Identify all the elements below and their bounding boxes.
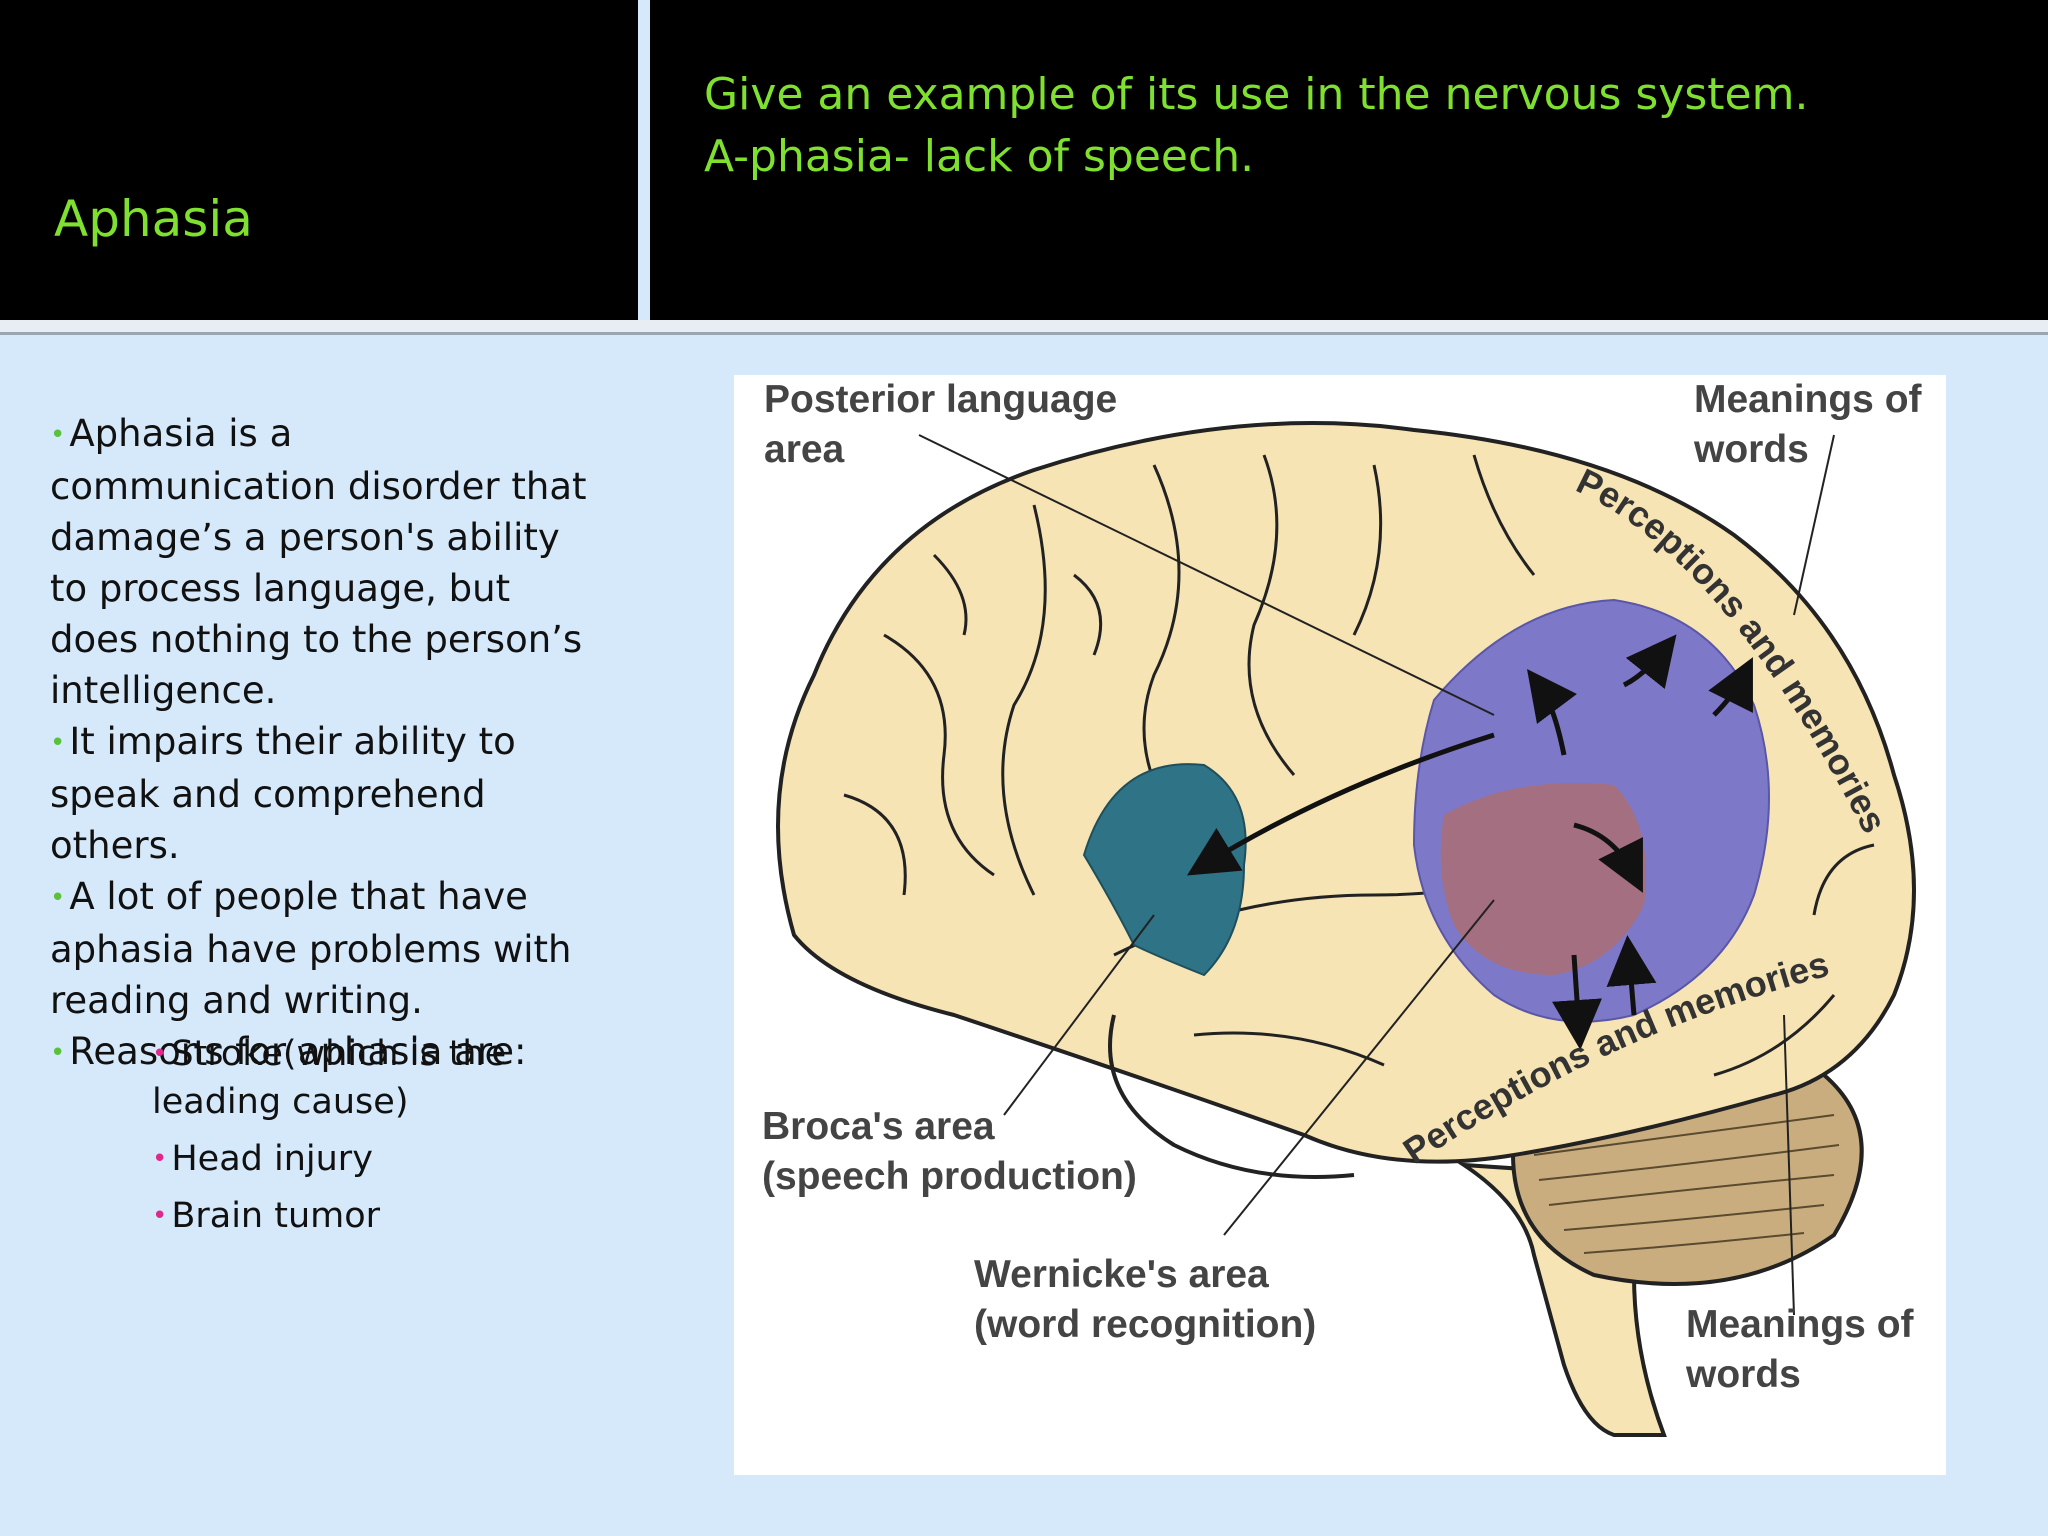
- bullet-list: •Aphasia is a communication disorder tha…: [50, 408, 590, 1079]
- bullet-glyph: •: [152, 1039, 168, 1069]
- subtitle-panel: [650, 0, 2048, 320]
- meanings-top-label: Meanings of words: [1694, 378, 1922, 471]
- bullet-glyph: •: [50, 1038, 66, 1068]
- bullet-glyph: •: [50, 728, 66, 758]
- bullet-item: •A lot of people that have aphasia have …: [50, 871, 590, 1026]
- brocas-area: [1082, 763, 1247, 977]
- bullet-glyph: •: [152, 1144, 168, 1174]
- meanings-bottom-label: Meanings of words: [1686, 1303, 1914, 1396]
- sub-bullet-item: •Brain tumor: [152, 1192, 512, 1240]
- posterior-language-label: Posterior language area: [764, 378, 1118, 471]
- leader-lines: [918, 434, 1835, 1316]
- brocas-area-label: Broca's area (speech production): [762, 1105, 1137, 1198]
- header-divider: [0, 320, 2048, 335]
- sub-bullet-item: •Stroke(which is the leading cause): [152, 1030, 512, 1126]
- slide-title: Aphasia: [54, 190, 253, 248]
- bullet-item: •Aphasia is a communication disorder tha…: [50, 408, 590, 716]
- bullet-glyph: •: [152, 1201, 168, 1231]
- sub-bullet-text: Stroke(which is the leading cause): [152, 1034, 507, 1122]
- bullet-glyph: •: [50, 883, 66, 913]
- sub-bullet-list: •Stroke(which is the leading cause) •Hea…: [152, 1030, 512, 1249]
- slide-subtitle: Give an example of its use in the nervou…: [704, 64, 1808, 188]
- wernickes-area-label: Wernicke's area (word recognition): [974, 1253, 1317, 1346]
- bullet-item: •It impairs their ability to speak and c…: [50, 716, 590, 871]
- cerebellum-lines: [1533, 1114, 1840, 1254]
- arrows: [1186, 634, 1753, 1050]
- bullet-text: Aphasia is a communication disorder that…: [50, 412, 587, 712]
- brain-diagram: Perceptions and memories Perceptions and…: [734, 375, 1946, 1475]
- title-panel: [0, 0, 638, 320]
- sub-bullet-item: •Head injury: [152, 1135, 512, 1183]
- bullet-text: It impairs their ability to speak and co…: [50, 720, 516, 867]
- bullet-item: •Reasons for aphasia are:: [50, 1026, 590, 1079]
- bullet-glyph: •: [50, 420, 66, 450]
- subtitle-line: Give an example of its use in the nervou…: [704, 69, 1809, 120]
- bullet-text: A lot of people that have aphasia have p…: [50, 875, 572, 1022]
- sub-bullet-text: Brain tumor: [171, 1196, 381, 1236]
- sub-bullet-text: Head injury: [171, 1139, 373, 1179]
- bullet-text: Reasons for aphasia are:: [69, 1030, 527, 1073]
- subtitle-line: A-phasia- lack of speech.: [704, 131, 1255, 182]
- brain-illustration: Perceptions and memories Perceptions and…: [776, 421, 1916, 1437]
